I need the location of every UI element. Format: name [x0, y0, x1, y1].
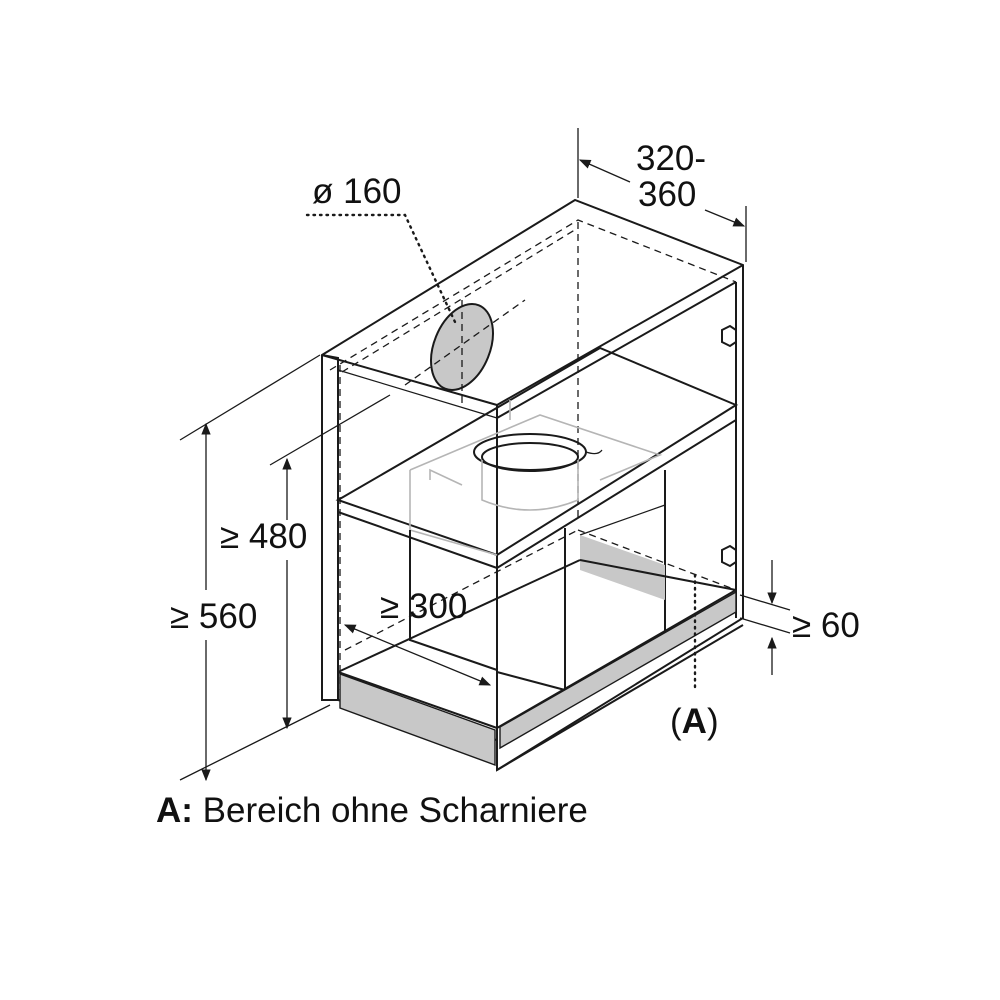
- width-inner-label: ≥ 300: [380, 587, 467, 626]
- duct-connector: [409, 400, 663, 556]
- caption-text: Bereich ohne Scharniere: [193, 791, 588, 830]
- cabinet-hidden-edges: [329, 219, 737, 690]
- area-a-marker: (A): [670, 702, 719, 741]
- middle-shelf: [335, 346, 739, 570]
- leader-lines: [305, 213, 697, 692]
- height-inner-label: ≥ 480: [220, 517, 307, 556]
- clearance-label: ≥ 60: [792, 606, 860, 645]
- caption: A: Bereich ohne Scharniere: [156, 791, 588, 830]
- depth-label-line1: 320-: [636, 139, 706, 178]
- diameter-label: ø 160: [312, 172, 402, 211]
- width-inner-dimension: [343, 624, 492, 686]
- ceiling-duct-opening: [404, 299, 526, 405]
- caption-key: A:: [156, 791, 193, 830]
- depth-dimension: [577, 128, 747, 262]
- height-outer-dimension: [179, 354, 331, 782]
- clearance-dimension: [739, 560, 791, 675]
- depth-label-line2: 360: [638, 175, 696, 214]
- cabinet-body: [321, 198, 744, 772]
- hinge-icon: [721, 324, 737, 568]
- height-outer-label: ≥ 560: [170, 597, 257, 636]
- height-inner-dimension: [269, 394, 391, 730]
